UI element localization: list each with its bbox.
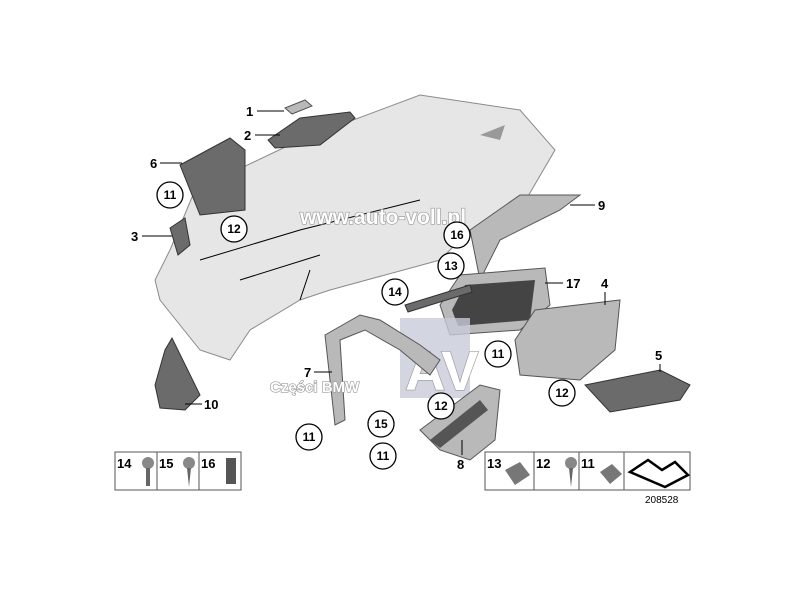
nut-clip-icon — [505, 462, 530, 485]
svg-text:13: 13 — [487, 456, 501, 471]
screw-icon — [183, 457, 195, 487]
clip-icon — [226, 458, 236, 484]
svg-text:16: 16 — [201, 456, 215, 471]
part-14 — [404, 284, 473, 313]
svg-text:12: 12 — [434, 399, 448, 413]
circled-callouts: 11 12 16 13 14 11 12 12 15 11 11 — [156, 181, 576, 470]
svg-text:15: 15 — [159, 456, 173, 471]
svg-text:11: 11 — [164, 188, 177, 202]
svg-text:16: 16 — [450, 228, 464, 242]
callout-labels: 1 2 6 3 9 17 4 5 7 10 8 — [131, 104, 662, 472]
part-10 — [154, 336, 201, 411]
screw-icon — [565, 457, 577, 487]
svg-text:15: 15 — [374, 417, 388, 431]
diagram-number: 208528 — [645, 495, 679, 506]
svg-text:11: 11 — [303, 430, 316, 444]
part-1 — [284, 99, 313, 115]
dashboard-detail — [199, 199, 421, 301]
svg-text:13: 13 — [444, 259, 458, 273]
svg-text:12: 12 — [227, 222, 241, 236]
svg-text:3: 3 — [131, 229, 138, 244]
spring-nut-icon — [600, 464, 622, 484]
svg-text:14: 14 — [388, 285, 402, 299]
svg-text:9: 9 — [598, 198, 605, 213]
watermark-url: www.auto-voll.pl — [299, 206, 466, 229]
part-7 — [324, 314, 441, 426]
svg-text:11: 11 — [581, 456, 595, 471]
svg-text:8: 8 — [457, 457, 464, 472]
svg-text:14: 14 — [117, 456, 132, 471]
screw-icon — [142, 457, 154, 486]
svg-text:11: 11 — [377, 449, 390, 463]
svg-text:12: 12 — [555, 386, 569, 400]
arrow-symbol-icon — [627, 458, 691, 489]
svg-text:12: 12 — [536, 456, 550, 471]
dashboard-vent-opening — [480, 125, 505, 140]
watermark-logo: AV — [405, 339, 479, 402]
watermark-caption: Części BMW — [270, 379, 360, 396]
part-5 — [584, 369, 691, 413]
part-6 — [179, 137, 246, 216]
svg-text:7: 7 — [304, 365, 311, 380]
svg-text:17: 17 — [566, 276, 580, 291]
svg-text:5: 5 — [655, 348, 662, 363]
part-2 — [267, 111, 356, 149]
part-3 — [169, 217, 191, 256]
dashboard-carrier — [154, 94, 556, 361]
fastener-legend-right: 13 12 11 — [484, 451, 691, 491]
svg-text:11: 11 — [492, 347, 505, 361]
fastener-legend-left: 14 15 16 — [114, 451, 242, 491]
part-4 — [514, 299, 621, 381]
svg-text:1: 1 — [246, 104, 253, 119]
svg-text:2: 2 — [244, 128, 251, 143]
svg-text:6: 6 — [150, 156, 157, 171]
svg-text:10: 10 — [204, 397, 218, 412]
svg-text:4: 4 — [601, 276, 609, 291]
